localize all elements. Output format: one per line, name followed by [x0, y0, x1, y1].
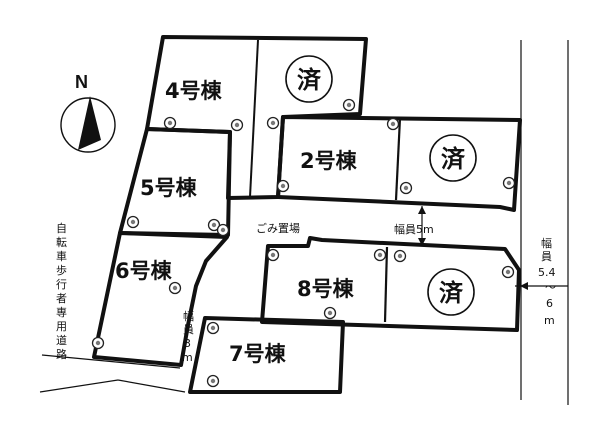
- boundary-pin-center: [130, 219, 136, 225]
- right-road-width-label: 幅 員 5.4 ～ 6 m: [538, 237, 560, 327]
- path-edge-2: [39, 379, 119, 393]
- boundary-pin-center: [167, 120, 173, 126]
- lot-7-boundary: [188, 316, 345, 394]
- lot-4-label: 4号棟: [165, 79, 223, 103]
- boundary-pin-center: [506, 180, 512, 186]
- lot-4-divider: [249, 39, 259, 198]
- boundary-pin-center: [270, 120, 276, 126]
- boundary-pins: [91, 98, 516, 388]
- center-road-width-label: 幅員5m: [394, 223, 434, 236]
- garbage-area-label: ごみ置場: [256, 221, 300, 235]
- boundary-pin-center: [95, 340, 101, 346]
- lot-8-block: [260, 236, 521, 332]
- lot-8-label: 8号棟: [297, 277, 355, 301]
- boundary-pin-center: [211, 222, 217, 228]
- pedestrian-path-label: 自 転 車 歩 行 者 専 用 道 路: [56, 222, 71, 361]
- lot-2-label: 2号棟: [300, 149, 358, 173]
- boundary-pin-center: [210, 325, 216, 331]
- path-edge-1: [41, 354, 181, 369]
- boundary-pin-center: [220, 227, 226, 233]
- sold-mark-lot-1: 済: [429, 134, 477, 182]
- lot-5-label: 5号棟: [140, 176, 198, 200]
- boundary-pin-center: [377, 252, 383, 258]
- lot-8-divider: [383, 246, 389, 323]
- compass-needle-icon: [78, 96, 101, 150]
- path-edge-3: [117, 379, 186, 393]
- boundary-pin-center: [172, 285, 178, 291]
- lot-6-boundary: [92, 231, 229, 367]
- left-road-width-label: 幅 員 3 m: [182, 310, 198, 364]
- lot-7-label: 7号棟: [229, 342, 287, 366]
- compass-north-label: N: [75, 72, 88, 92]
- lot-5-boundary: [118, 127, 232, 237]
- boundary-pin-center: [270, 252, 276, 258]
- sold-mark-lot-3: 済: [285, 55, 333, 103]
- road-width-arrow: [520, 282, 528, 290]
- center-road-arrow-bottom: [418, 238, 426, 246]
- boundary-pin-center: [280, 183, 286, 189]
- boundary-pin-center: [327, 310, 333, 316]
- sold-mark-text: 済: [439, 279, 464, 307]
- boundary-pin-center: [403, 185, 409, 191]
- sold-mark-lot-9: 済: [427, 268, 475, 316]
- lot-2-divider: [394, 117, 402, 201]
- boundary-pin-center: [397, 253, 403, 259]
- sold-mark-text: 済: [297, 66, 322, 94]
- lot-6-label: 6号棟: [115, 259, 173, 283]
- boundary-pin-center: [234, 122, 240, 128]
- boundary-pin-center: [210, 378, 216, 384]
- boundary-pin-center: [390, 121, 396, 127]
- center-road-arrow-top: [418, 206, 426, 214]
- boundary-pin-center: [505, 269, 511, 275]
- compass: N: [60, 72, 116, 153]
- sold-mark-text: 済: [441, 145, 466, 173]
- boundary-pin-center: [346, 102, 352, 108]
